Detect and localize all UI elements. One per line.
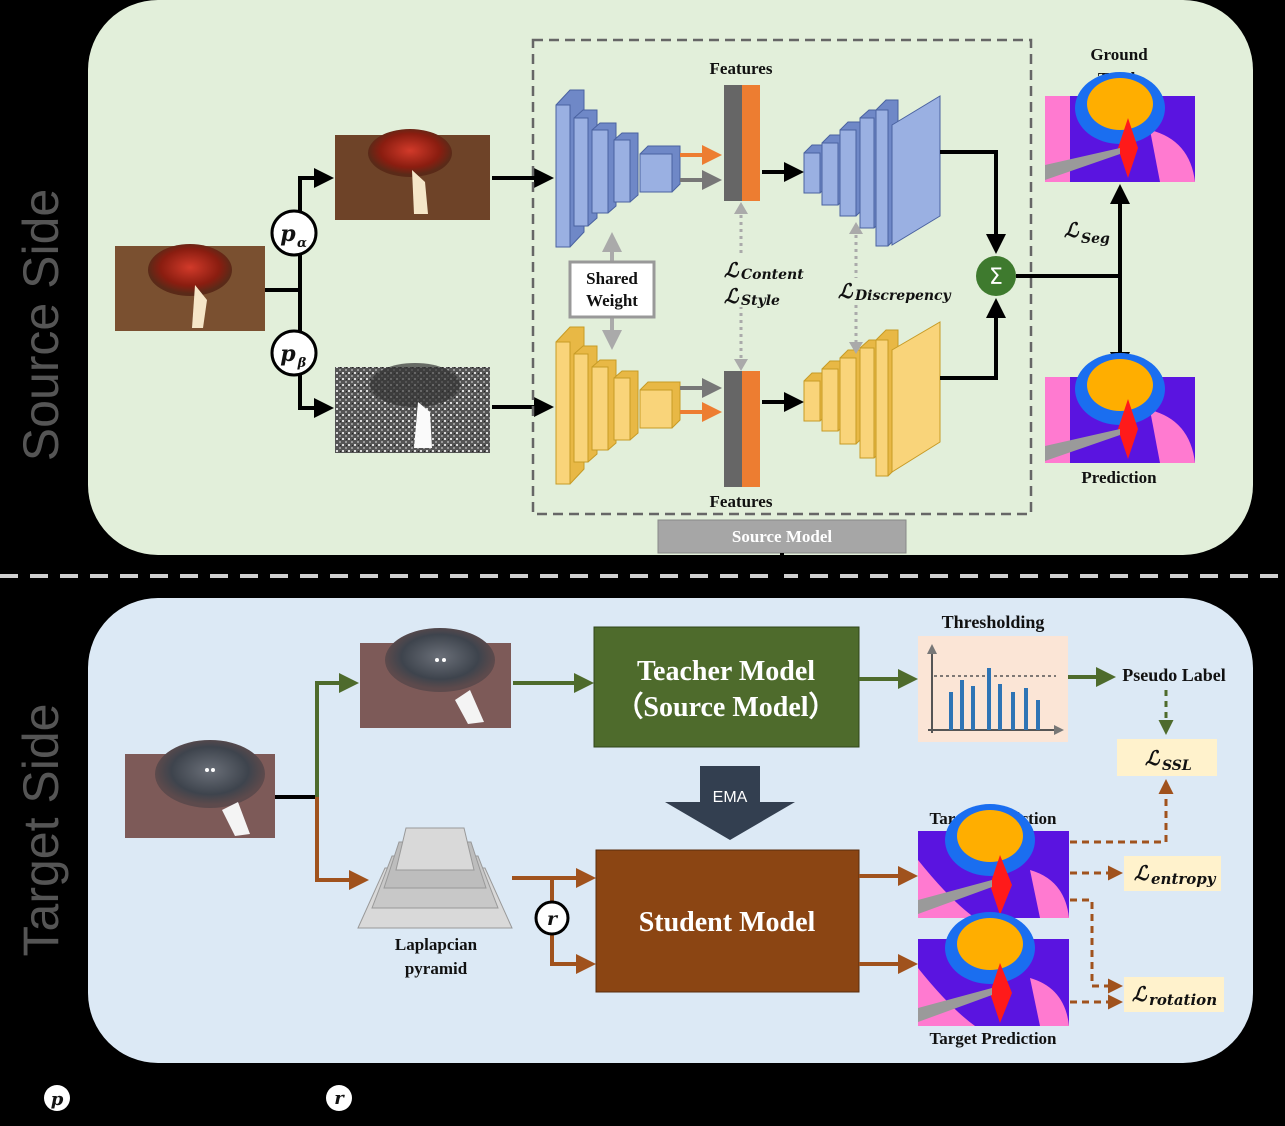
ground-truth-label: Ground: [1090, 45, 1148, 64]
svg-text:ℒ: ℒ: [1064, 218, 1080, 242]
target-branch-up: [315, 673, 359, 797]
svg-text:SSL: SSL: [1162, 758, 1192, 774]
laplacian-label-2: pyramid: [405, 959, 468, 978]
svg-text:Discrepency: Discrepency: [854, 288, 952, 304]
prediction-mask: [1045, 353, 1195, 463]
svg-text:（Source Model）: （Source Model）: [615, 690, 836, 723]
loss-discrepancy-label: ℒ Discrepency: [836, 278, 956, 304]
loss-entropy-box: ℒ entropy: [1124, 856, 1221, 891]
augmented-image-alpha: [335, 129, 490, 220]
legend-r-symbol: r: [326, 1085, 352, 1111]
svg-text:Seg: Seg: [1081, 231, 1110, 247]
arrow-decoder-bottom-to-sum: [940, 298, 1006, 380]
r-rotation-node: r: [534, 900, 570, 936]
svg-text:Teacher Model: Teacher Model: [637, 656, 815, 687]
loss-rotation-box: ℒ rotation: [1124, 977, 1224, 1012]
source-model-dashed-box: [531, 38, 1033, 516]
laplacian-pyramid: [357, 827, 513, 929]
feature-bar-top-orange: [742, 85, 760, 201]
teacher-input-image: [360, 628, 511, 728]
svg-text:ℒ: ℒ: [724, 284, 740, 308]
legend-p-symbol: p: [44, 1085, 70, 1111]
source-side-title: Source Side: [13, 189, 69, 461]
svg-text:ℒ: ℒ: [838, 279, 854, 303]
decoder-bottom: [803, 321, 941, 477]
svg-text:Σ: Σ: [989, 265, 1003, 290]
target-prediction-label-bottom: Target Prediction: [929, 1029, 1057, 1048]
target-prediction-bottom-mask: [918, 912, 1069, 1026]
thresholding-label: Thresholding: [942, 612, 1045, 632]
loss-seg-label: ℒ Seg: [1064, 218, 1110, 247]
svg-text:entropy: entropy: [1151, 870, 1217, 888]
svg-text:Source Model: Source Model: [732, 527, 833, 546]
features-label-top: Features: [710, 59, 773, 78]
svg-text:Student Model: Student Model: [639, 907, 816, 938]
ema-arrow: EMA: [665, 766, 795, 840]
svg-text:ℒ: ℒ: [724, 258, 740, 282]
svg-text:EMA: EMA: [713, 789, 748, 806]
decoder-top: [803, 95, 941, 247]
feature-bar-bottom-orange: [742, 371, 760, 487]
svg-text:ℒ: ℒ: [1132, 982, 1148, 1006]
pred-to-ssl-dashed: [1070, 779, 1174, 844]
target-input-image: [125, 740, 275, 838]
student-model-box: Student Model: [595, 849, 860, 993]
svg-text:r: r: [334, 1088, 345, 1109]
pred-top-to-rotation-dashed: [1070, 898, 1123, 994]
loss-ssl-box: ℒ SSL: [1117, 739, 1217, 776]
encoder-bottom: [555, 326, 681, 485]
loss-content-label: ℒ Content ℒ Style: [722, 255, 804, 309]
svg-text:Style: Style: [741, 293, 780, 309]
svg-text:Shared: Shared: [586, 269, 638, 288]
svg-text:ℒ: ℒ: [1134, 861, 1150, 885]
sum-node: Σ: [976, 256, 1016, 296]
prediction-label: Prediction: [1081, 468, 1157, 487]
arrow-decoder-top-to-sum: [940, 150, 1006, 254]
svg-text:Weight: Weight: [586, 291, 638, 310]
source-input-image: [115, 244, 265, 331]
target-side-title: Target Side: [13, 704, 69, 957]
svg-text:Content: Content: [741, 267, 804, 283]
svg-text:p: p: [280, 221, 296, 247]
svg-text:p: p: [51, 1089, 64, 1110]
svg-text:ℒ: ℒ: [1145, 746, 1161, 770]
features-label-bottom: Features: [710, 492, 773, 511]
branch-down-arrow: [298, 290, 334, 418]
p-alpha-node: p α: [270, 209, 318, 257]
laplacian-label-1: Laplapcian: [395, 935, 478, 954]
svg-text:rotation: rotation: [1149, 991, 1217, 1009]
svg-text:r: r: [547, 908, 559, 930]
p-beta-node: p β: [270, 329, 318, 377]
target-prediction-top-mask: [918, 804, 1069, 918]
target-branch-down: [315, 797, 369, 890]
encoder-top: [555, 89, 681, 248]
augmented-image-beta: [335, 363, 490, 453]
ground-truth-mask: [1045, 72, 1195, 182]
feature-bar-bottom-gray: [724, 371, 742, 487]
svg-text:α: α: [297, 236, 307, 251]
shared-weight-box: Shared Weight: [568, 232, 656, 350]
teacher-model-box: Teacher Model （Source Model）: [593, 626, 860, 748]
pseudo-label-text: Pseudo Label: [1122, 665, 1226, 685]
thresholding-chart: [918, 636, 1068, 742]
svg-text:p: p: [280, 341, 296, 367]
feature-bar-top-gray: [724, 85, 742, 201]
svg-text:β: β: [297, 356, 307, 371]
source-model-tab: Source Model: [657, 519, 907, 554]
